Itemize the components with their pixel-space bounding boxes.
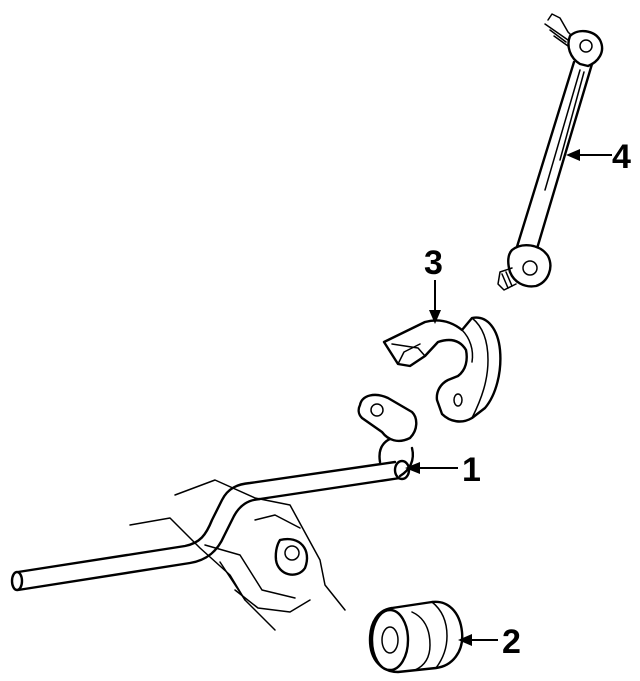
callout-1-label: 1 bbox=[462, 451, 481, 489]
callout-4-label: 4 bbox=[612, 138, 631, 176]
callout-3: 3 bbox=[424, 244, 443, 324]
frame-rail bbox=[129, 479, 346, 631]
callout-1: 1 bbox=[405, 451, 481, 489]
stabilizer-link bbox=[497, 13, 604, 291]
stabilizer-bar bbox=[10, 393, 418, 592]
callout-4: 4 bbox=[566, 138, 631, 176]
bushing bbox=[368, 600, 464, 674]
callout-2-label: 2 bbox=[502, 623, 521, 661]
callout-2: 2 bbox=[458, 623, 521, 661]
bushing-bracket bbox=[382, 316, 502, 423]
callout-3-label: 3 bbox=[424, 244, 443, 282]
